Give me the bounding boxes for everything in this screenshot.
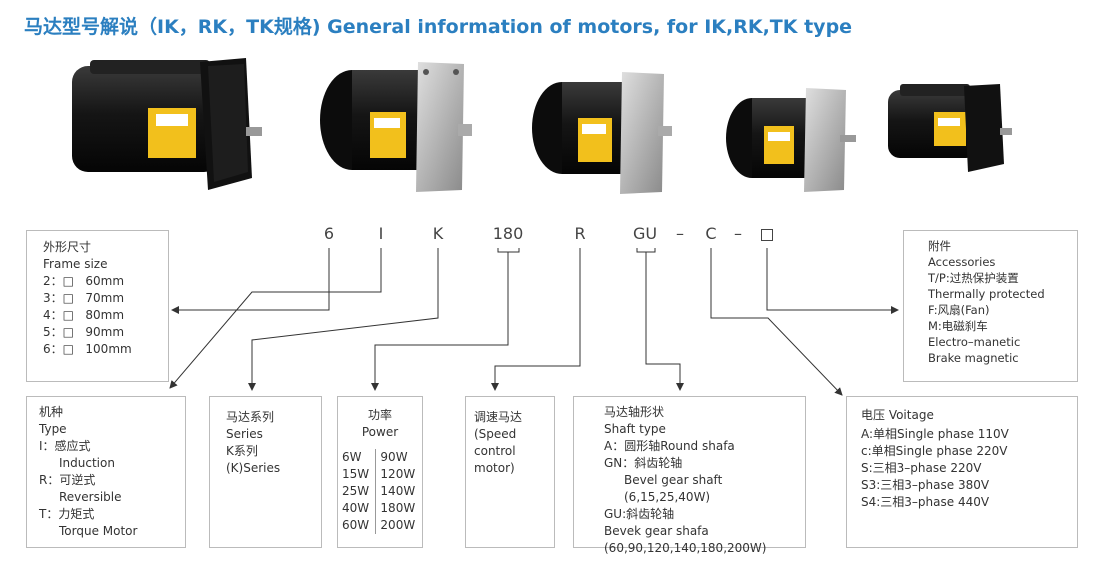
type-item-code: I：感应式 — [39, 439, 91, 453]
series-line: (K)Series — [226, 461, 281, 475]
shaft-box: 马达轴形状 Shaft type A：圆形轴Round shafa GN：斜齿轮… — [573, 396, 806, 555]
code-accessories-box — [761, 229, 773, 241]
power-value: 180W — [380, 501, 416, 515]
accessories-line: Brake magnetic — [928, 351, 1019, 365]
motor-4-icon — [726, 88, 856, 192]
motor-2-icon — [320, 62, 472, 192]
power-title-en: Power — [361, 425, 399, 439]
type-title-cn: 机种 — [39, 405, 64, 419]
code-power: 180 — [492, 224, 524, 243]
code-series: K — [432, 224, 444, 243]
type-box: 机种 Type I：感应式 Induction R：可逆式 Reversible… — [26, 396, 186, 548]
voltage-item: A:单相Single phase 110V — [861, 427, 1009, 441]
frame-size-item: 5：□ 90mm — [43, 325, 125, 339]
accessories-line: Accessories — [928, 255, 996, 269]
shaft-line: Bevel gear shaft — [624, 473, 723, 487]
motor-1-icon — [72, 58, 262, 190]
code-shaft: GU — [632, 224, 658, 243]
shaft-line: Shaft type — [604, 422, 666, 436]
power-value: 200W — [380, 518, 416, 532]
accessories-line: F:风扇(Fan) — [928, 303, 990, 317]
accessories-line: Thermally protected — [928, 287, 1045, 301]
type-item-en: Reversible — [59, 490, 122, 504]
frame-size-item: 3：□ 70mm — [43, 291, 125, 305]
type-item-en: Induction — [59, 456, 115, 470]
series-box: 马达系列 Series K系列 (K)Series — [209, 396, 322, 548]
power-value: 15W — [338, 466, 377, 483]
power-value: 120W — [380, 467, 416, 481]
accessories-line: M:电磁刹车 — [928, 319, 988, 333]
voltage-box: 电压 Voitage A:单相Single phase 110V c:单相Sin… — [846, 396, 1078, 548]
page-title: 马达型号解说（IK，RK，TK规格) General information o… — [24, 16, 853, 38]
shaft-line: A：圆形轴Round shafa — [604, 439, 735, 453]
voltage-item: c:单相Single phase 220V — [861, 444, 1008, 458]
motor-photos — [72, 58, 1012, 194]
type-item-en: Torque Motor — [59, 524, 138, 538]
speed-line: 调速马达 — [474, 410, 523, 424]
shaft-line: (6,15,25,40W) — [624, 490, 711, 504]
accessories-line: T/P:过热保护装置 — [928, 271, 1019, 285]
shaft-line: (60,90,120,140,180,200W) — [604, 541, 767, 555]
type-item-code: R：可逆式 — [39, 473, 96, 487]
frame-size-item: 2：□ 60mm — [43, 274, 125, 288]
voltage-title: 电压 Voitage — [861, 408, 934, 422]
frame-size-title-cn: 外形尺寸 — [43, 240, 92, 254]
series-line: K系列 — [226, 444, 258, 458]
frame-size-item: 4：□ 80mm — [43, 308, 125, 322]
voltage-item: S3:三相3–phase 380V — [861, 478, 990, 492]
accessories-box: 附件 Accessories T/P:过热保护装置 Thermally prot… — [903, 230, 1078, 382]
code-dash-2: – — [734, 224, 742, 243]
voltage-item: S:三相3–phase 220V — [861, 461, 982, 475]
series-line: Series — [226, 427, 263, 441]
power-value: 6W — [338, 449, 377, 466]
frame-size-title-en: Frame size — [43, 257, 108, 271]
power-value: 40W — [338, 500, 377, 517]
power-value: 60W — [338, 517, 377, 534]
frame-size-box: 外形尺寸 Frame size 2：□ 60mm 3：□ 70mm 4：□ 80… — [26, 230, 169, 382]
series-line: 马达系列 — [226, 410, 275, 424]
speed-box: 调速马达 (Speed control motor) — [465, 396, 555, 548]
shaft-line: Bevek gear shafa — [604, 524, 709, 538]
shaft-line: 马达轴形状 — [604, 405, 665, 419]
voltage-item: S4:三相3–phase 440V — [861, 495, 990, 509]
code-speed: R — [574, 224, 586, 243]
power-value: 90W — [380, 450, 408, 464]
power-value: 140W — [380, 484, 416, 498]
code-voltage: C — [705, 224, 717, 243]
code-type: I — [378, 224, 384, 243]
motor-3-icon — [532, 72, 672, 194]
type-title-en: Type — [39, 422, 67, 436]
speed-line: motor) — [474, 461, 515, 475]
power-title-cn: 功率 — [367, 408, 392, 422]
shaft-line: GU:斜齿轮轴 — [604, 507, 675, 521]
code-frame-size: 6 — [323, 224, 335, 243]
motor-5-icon — [888, 84, 1012, 172]
speed-line: (Speed — [474, 427, 517, 441]
accessories-line: 附件 — [928, 239, 951, 253]
shaft-line: GN：斜齿轮轴 — [604, 456, 683, 470]
accessories-line: Electro–manetic — [928, 335, 1021, 349]
speed-line: control — [474, 444, 516, 458]
type-item-code: T：力矩式 — [39, 507, 95, 521]
frame-size-item: 6：□ 100mm — [43, 342, 132, 356]
code-dash-1: – — [676, 224, 684, 243]
power-value: 25W — [338, 483, 377, 500]
